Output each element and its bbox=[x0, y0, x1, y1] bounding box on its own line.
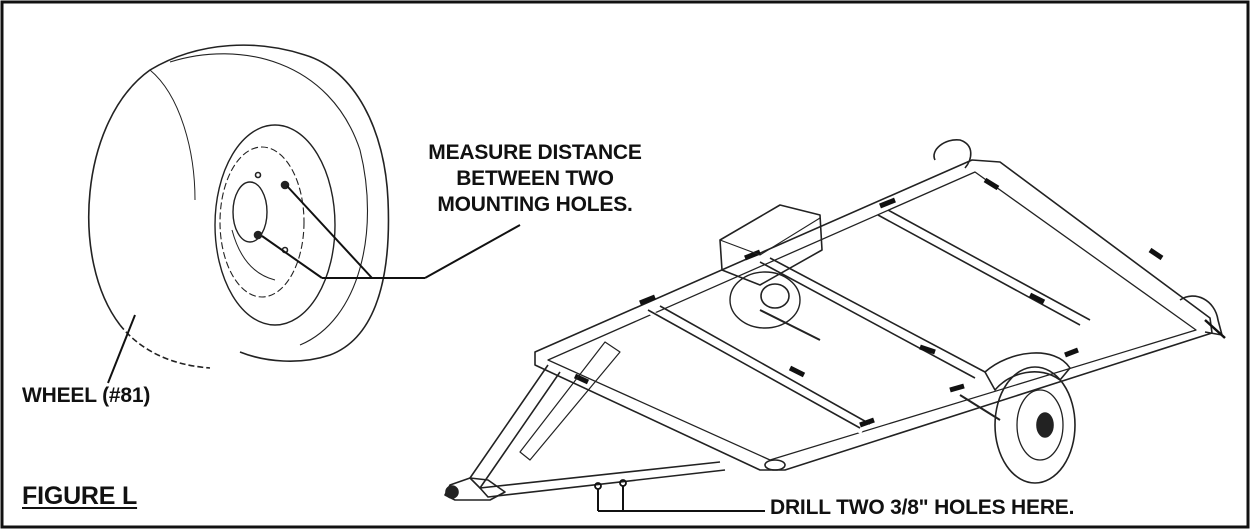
wheel-illustration bbox=[88, 44, 390, 369]
wheel-callout: WHEEL (#81) bbox=[22, 384, 151, 407]
drill-callout: DRILL TWO 3/8" HOLES HERE. bbox=[770, 496, 1075, 519]
measure-leader-lines bbox=[261, 185, 521, 279]
measure-callout-line-2: BETWEEN TWO bbox=[456, 167, 614, 190]
measure-callout-line-3: MOUNTING HOLES. bbox=[437, 193, 633, 216]
figure-title: FIGURE L bbox=[22, 482, 138, 510]
trailer-illustration bbox=[444, 139, 1226, 501]
measure-callout: MEASURE DISTANCE BETWEEN TWO MOUNTING HO… bbox=[400, 140, 670, 218]
measure-callout-line-1: MEASURE DISTANCE bbox=[428, 141, 642, 164]
wheel-leader-line bbox=[107, 314, 136, 384]
drill-leader-lines bbox=[597, 486, 765, 512]
